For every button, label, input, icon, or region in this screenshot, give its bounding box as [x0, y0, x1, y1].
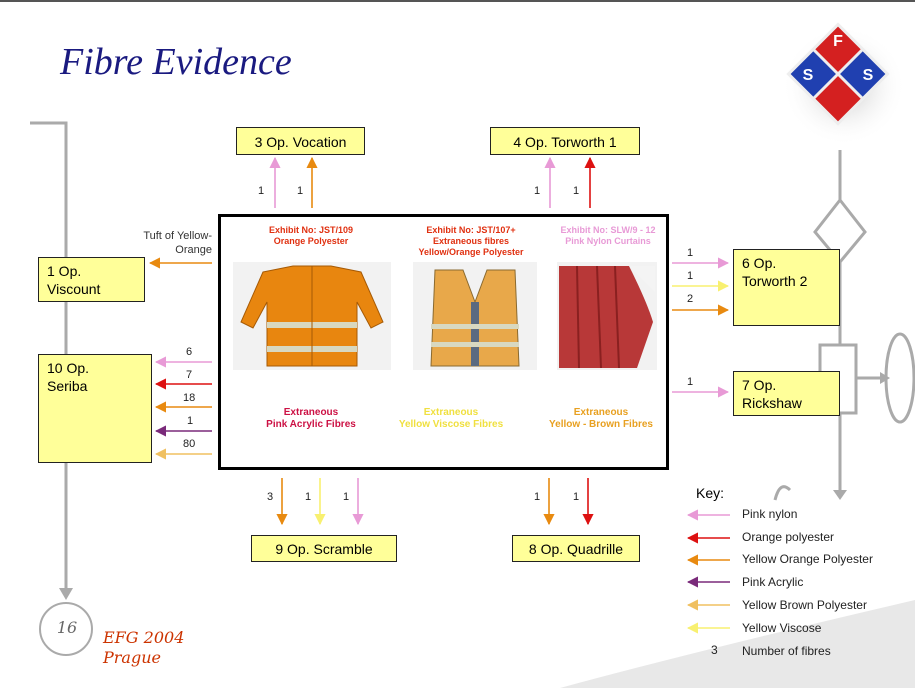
box-label: 4 Op. Torworth 1 — [513, 134, 616, 150]
count-label: 1 — [305, 491, 311, 503]
count-label: 2 — [687, 293, 693, 305]
count-label: 1 — [297, 185, 303, 197]
exhibit-footer-line: Yellow Viscose Fibres — [381, 419, 521, 431]
quadrille-box: 8 Op. Quadrille — [512, 535, 640, 562]
event-footer: EFG 2004 Prague — [103, 628, 184, 668]
exhibits-panel: Exhibit No: JST/109 Orange Polyester Ext… — [218, 214, 669, 470]
exhibit-2-footer: Extraneous Yellow Viscose Fibres — [381, 407, 521, 431]
key-item-yellow-viscose: Yellow Viscose — [742, 621, 821, 635]
exhibit-1-caption: Exhibit No: JST/109 Orange Polyester — [241, 225, 381, 247]
exhibit-2-caption: Exhibit No: JST/107+ Extraneous fibres Y… — [401, 225, 541, 258]
count-label: 1 — [687, 270, 693, 282]
tuft-label-line: Tuft of Yellow- — [110, 229, 212, 243]
count-label: 1 — [187, 415, 193, 427]
exhibit-desc: Yellow/Orange Polyester — [401, 247, 541, 258]
curtain-image — [557, 262, 657, 370]
exhibit-footer-line: Extraneous — [381, 407, 521, 419]
key-item-yellow-orange-polyester: Yellow Orange Polyester — [742, 552, 873, 566]
box-label: Torworth 2 — [742, 272, 831, 290]
event-name: EFG 2004 — [103, 628, 184, 648]
key-count-example: 3 — [711, 643, 718, 657]
count-label: 3 — [267, 491, 273, 503]
exhibit-desc: Pink Nylon Curtains — [547, 236, 669, 247]
exhibit-number: Exhibit No: JST/109 — [241, 225, 381, 236]
exhibit-1-footer: Extraneous Pink Acrylic Fibres — [231, 407, 391, 431]
key-item-pink-acrylic: Pink Acrylic — [742, 575, 803, 589]
exhibit-number: Exhibit No: JST/107+ — [401, 225, 541, 236]
box-label: 8 Op. Quadrille — [529, 541, 623, 557]
tuft-label-line: Orange — [110, 243, 212, 257]
key-item-pink-nylon: Pink nylon — [742, 507, 797, 521]
key-item-yellow-brown-polyester: Yellow Brown Polyester — [742, 598, 867, 612]
count-label: 18 — [183, 392, 195, 404]
exhibit-number: Exhibit No: SLW/9 - 12 — [547, 225, 669, 236]
viscount-box: 1 Op.Viscount — [38, 257, 145, 302]
box-label: Rickshaw — [742, 394, 831, 412]
count-label: 1 — [343, 491, 349, 503]
exhibit-footer-line: Extraneous — [231, 407, 391, 419]
box-label: Viscount — [47, 280, 136, 298]
vest-image — [413, 262, 537, 370]
exhibit-footer-line: Extraneous — [533, 407, 669, 419]
box-label: Seriba — [47, 377, 143, 395]
rickshaw-box: 7 Op.Rickshaw — [733, 371, 840, 416]
box-label: 10 Op. — [47, 359, 143, 377]
key-item-orange-polyester: Orange polyester — [742, 530, 834, 544]
orange-jacket-image — [233, 262, 391, 370]
page-number: 16 — [50, 618, 84, 637]
count-label: 1 — [258, 185, 264, 197]
count-label: 1 — [534, 185, 540, 197]
exhibit-desc: Extraneous fibres — [401, 236, 541, 247]
exhibit-3-caption: Exhibit No: SLW/9 - 12 Pink Nylon Curtai… — [547, 225, 669, 247]
exhibit-3-footer: Extraneous Yellow - Brown Fibres — [533, 407, 669, 431]
tuft-label: Tuft of Yellow- Orange — [110, 229, 212, 257]
exhibit-footer-line: Yellow - Brown Fibres — [533, 419, 669, 431]
box-label: 6 Op. — [742, 254, 831, 272]
exhibit-desc: Orange Polyester — [241, 236, 381, 247]
scramble-box: 9 Op. Scramble — [251, 535, 397, 562]
box-label: 7 Op. — [742, 376, 831, 394]
torworth1-box: 4 Op. Torworth 1 — [490, 127, 640, 155]
key-count-label: Number of fibres — [742, 644, 831, 658]
box-label: 1 Op. — [47, 262, 136, 280]
torworth2-box: 6 Op.Torworth 2 — [733, 249, 840, 326]
count-label: 1 — [687, 376, 693, 388]
count-label: 1 — [534, 491, 540, 503]
count-label: 80 — [183, 438, 195, 450]
count-label: 1 — [573, 185, 579, 197]
count-label: 6 — [186, 346, 192, 358]
vocation-box: 3 Op. Vocation — [236, 127, 365, 155]
count-label: 1 — [573, 491, 579, 503]
box-label: 3 Op. Vocation — [255, 134, 347, 150]
seriba-box: 10 Op.Seriba — [38, 354, 152, 463]
count-label: 1 — [687, 247, 693, 259]
count-label: 7 — [186, 369, 192, 381]
box-label: 9 Op. Scramble — [275, 541, 372, 557]
event-place: Prague — [103, 648, 184, 668]
key-title: Key: — [696, 485, 724, 501]
exhibit-footer-line: Pink Acrylic Fibres — [231, 419, 391, 431]
